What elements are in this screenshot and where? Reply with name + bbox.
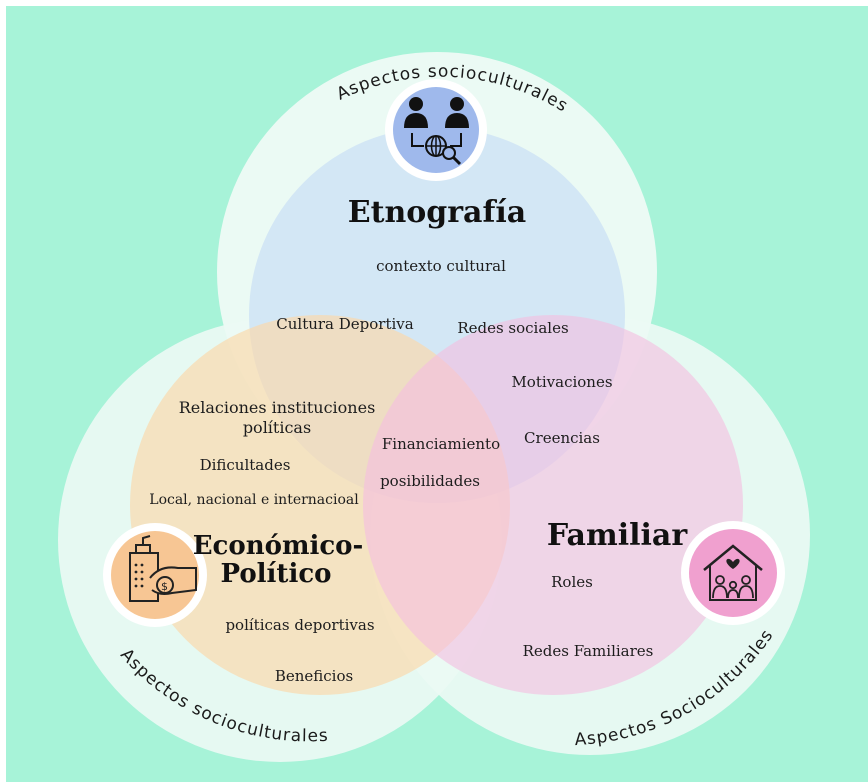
overlap-etno-econ: Cultura Deportiva xyxy=(276,315,414,333)
family-house-icon xyxy=(681,521,785,625)
economico-item: políticas xyxy=(243,418,311,437)
economico-title-line1: Económico- xyxy=(193,531,364,561)
etnografia-title: Etnografía xyxy=(348,195,527,230)
economico-item: Local, nacional e internacioal xyxy=(149,492,359,508)
economico-item: Relaciones instituciones xyxy=(179,398,376,417)
familiar-item: Redes Familiares xyxy=(523,642,654,660)
etnografia-item: contexto cultural xyxy=(376,257,506,275)
economico-item: Beneficios xyxy=(275,667,353,685)
overlap-etno-fam-item: Motivaciones xyxy=(511,373,612,391)
overlap-etno-fam-item: Creencias xyxy=(524,429,600,447)
economico-item: políticas deportivas xyxy=(225,616,374,634)
overlap-center-item: Financiamiento xyxy=(382,435,500,453)
people-network-icon xyxy=(385,79,487,181)
svg-text:$: $ xyxy=(161,580,168,593)
familiar-title: Familiar xyxy=(547,518,688,553)
economico-item: Dificultades xyxy=(200,456,291,474)
overlap-center-item: posibilidades xyxy=(380,472,480,490)
economico-title-line2: Político xyxy=(220,559,331,589)
familiar-item: Roles xyxy=(551,573,593,591)
money-hand-icon: $ xyxy=(103,523,207,627)
overlap-etno-fam-item: Redes sociales xyxy=(457,319,568,337)
familiar-circle xyxy=(363,315,743,695)
